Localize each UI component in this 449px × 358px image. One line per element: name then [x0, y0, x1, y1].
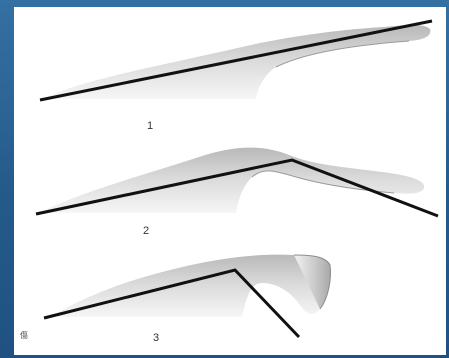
- shape-label-3: 3: [153, 332, 159, 344]
- bone-shape-3: [44, 255, 331, 337]
- bone-shape-2: [36, 148, 438, 216]
- scapula-diagram: 1 2 3 傷: [14, 7, 446, 355]
- figure-panel: 1 2 3 傷: [14, 7, 446, 355]
- bone-shape-1: [40, 21, 432, 100]
- corner-label: 傷: [20, 330, 28, 340]
- shape-label-1: 1: [147, 120, 153, 132]
- shape-label-2: 2: [143, 225, 149, 237]
